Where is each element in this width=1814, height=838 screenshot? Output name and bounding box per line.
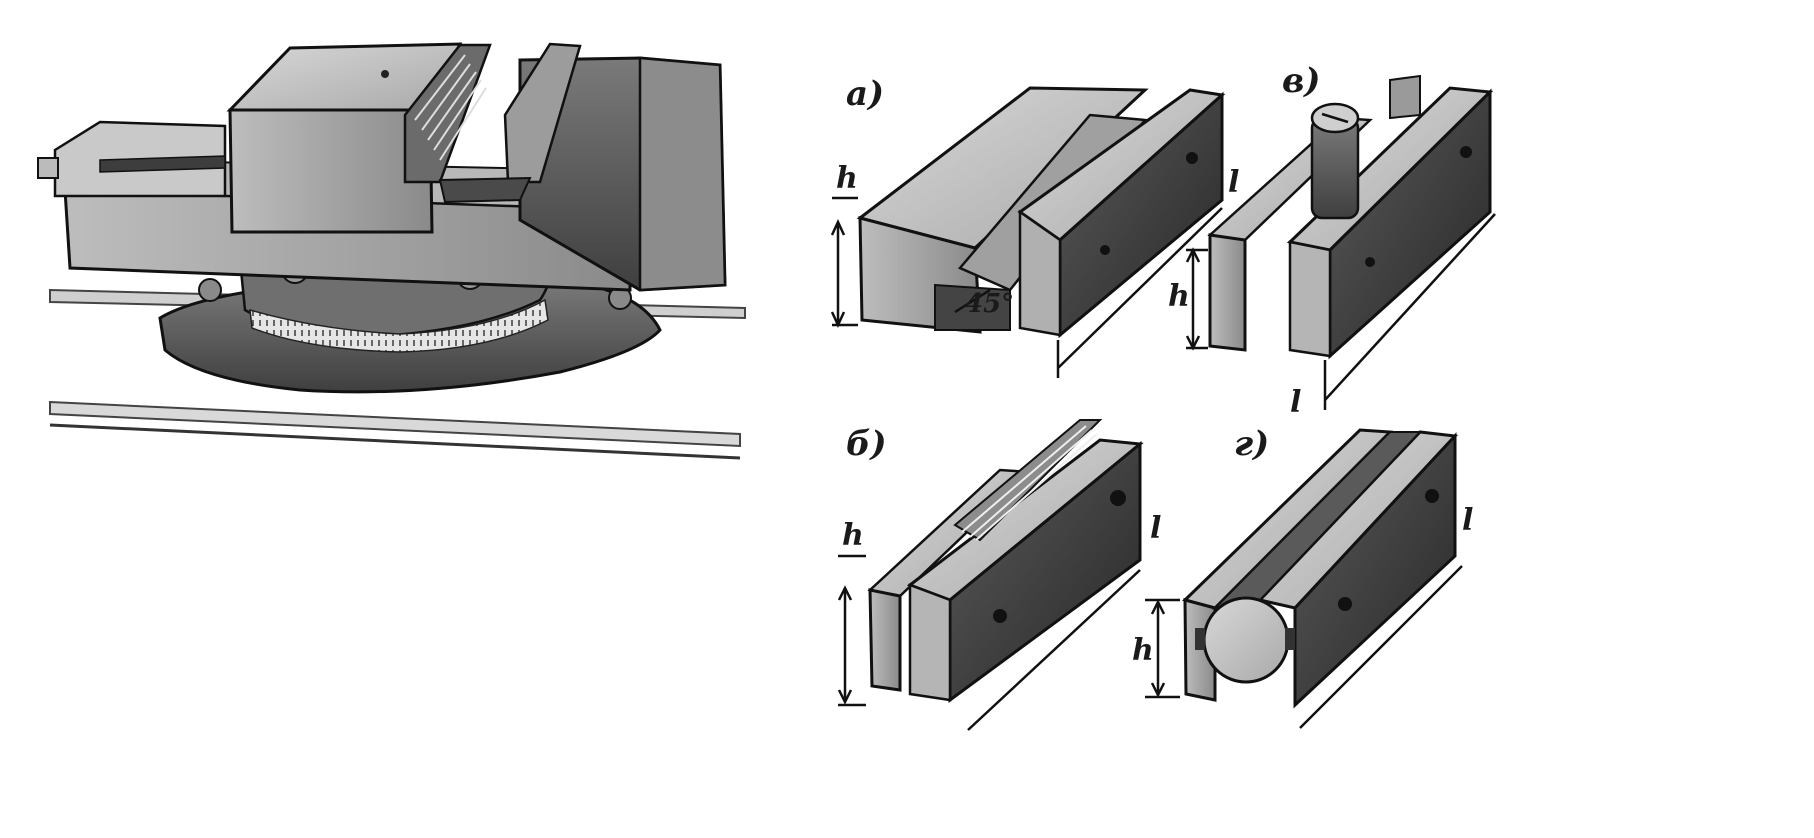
panel-label-g: г) [1234, 424, 1269, 464]
panel-g-round-insert-jaw: г) h l [1132, 424, 1473, 729]
screw-end-square [37, 157, 59, 179]
clamp-bolt-icon [198, 278, 222, 302]
moving-jaw [226, 42, 492, 234]
degree-scale [249, 298, 549, 353]
panel-label-b: б) [846, 424, 887, 464]
dim-label-h: h [836, 161, 858, 196]
angle-label: 45° [965, 289, 1014, 319]
dim-label-h: h [1132, 633, 1154, 668]
dim-label-h: h [1168, 279, 1190, 314]
round-insert [1202, 596, 1290, 684]
dim-label-h: h [842, 518, 864, 553]
panel-label-v: в) [1282, 61, 1320, 101]
dim-label-l: l [1228, 165, 1239, 200]
lead-screw [99, 155, 226, 173]
dim-label-l: l [1290, 385, 1301, 420]
machine-vise-illustration [37, 42, 746, 460]
vise-body [37, 56, 727, 292]
panel-a-v-groove-jaw: а) 45° h l [830, 74, 1239, 378]
panel-v-cylinder-jaw: в) h l [1168, 61, 1496, 420]
fixed-jaw [438, 42, 582, 204]
dim-label-l: l [1150, 511, 1161, 546]
dim-label-l: l [1462, 503, 1473, 538]
panel-label-a: а) [846, 74, 884, 114]
panel-b-plate-jaw: б) h l [837, 419, 1161, 731]
